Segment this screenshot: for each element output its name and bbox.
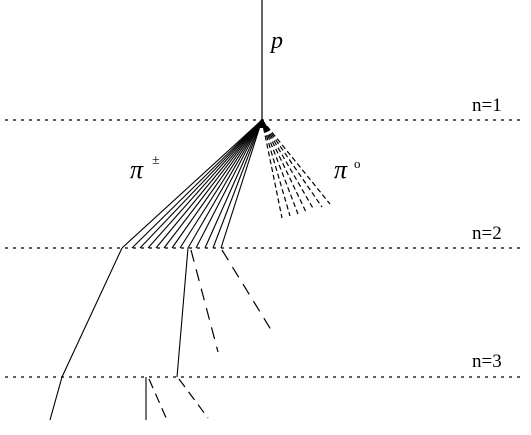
charged-pion-symbol: π	[130, 155, 144, 184]
second-generation-neutral	[190, 249, 274, 353]
neutral-pion-label: π o	[334, 155, 361, 184]
neutral-pion-symbol: π	[334, 155, 348, 184]
neutral-pion-superscript: o	[354, 156, 361, 171]
level-label-3: n=3	[472, 351, 502, 372]
level-label-2: n=2	[472, 223, 502, 244]
level-label-1: n=1	[472, 95, 502, 116]
primary-label: p	[269, 28, 283, 54]
charged-pion-fan	[121, 119, 263, 249]
third-generation-charged	[49, 376, 147, 421]
charged-pion-label: π ±	[130, 153, 160, 184]
level-lines	[5, 119, 525, 378]
vertex-wedge	[255, 118, 268, 128]
neutral-pion-fan	[261, 119, 331, 219]
second-generation-charged	[61, 247, 189, 378]
charged-pion-superscript: ±	[152, 153, 160, 168]
third-generation-neutral	[148, 378, 209, 421]
